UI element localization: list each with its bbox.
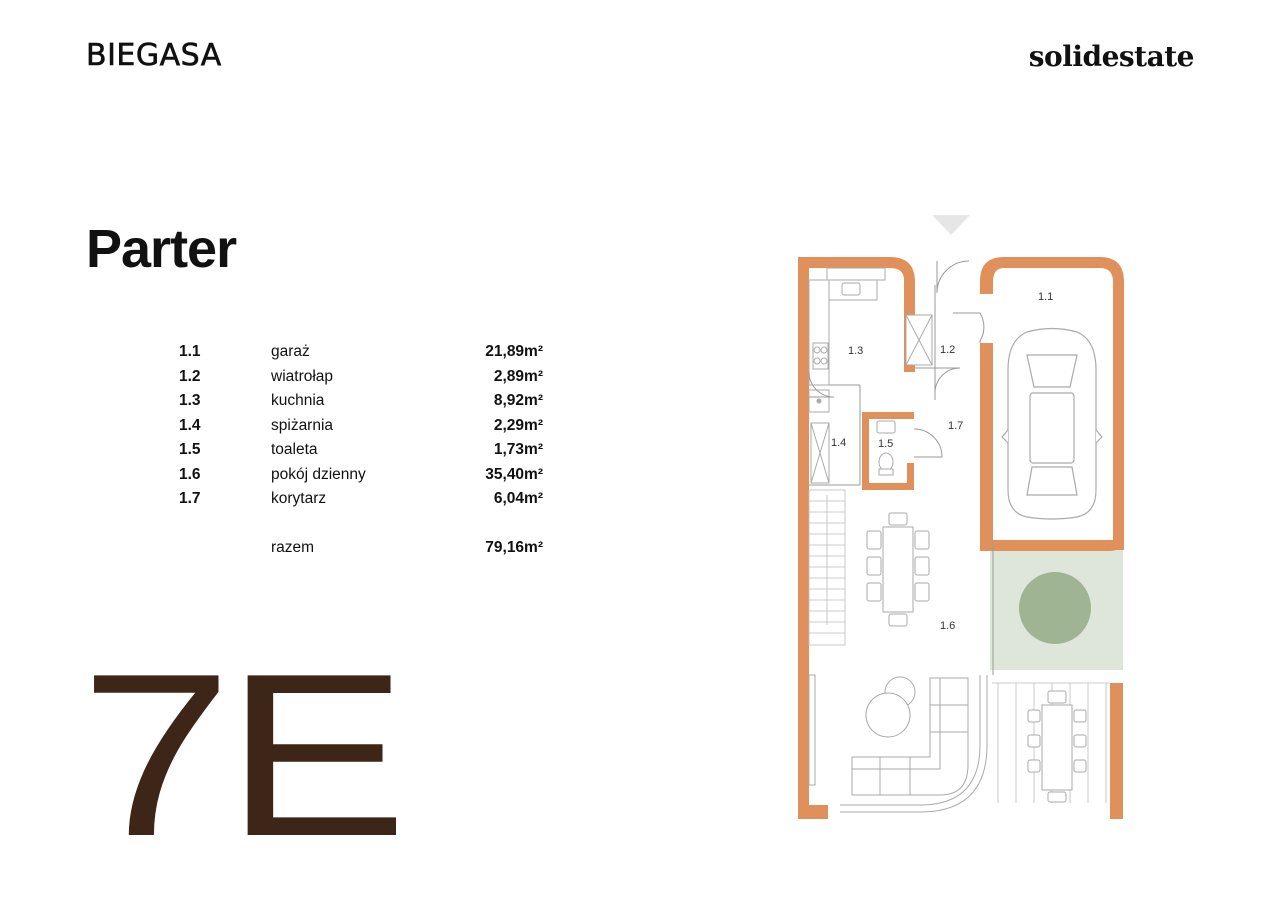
page-title: Parter <box>86 219 237 279</box>
windows <box>808 674 988 813</box>
total-area: 79,16m² <box>485 538 543 556</box>
room-label-1-4: 1.4 <box>831 437 846 449</box>
room-number: 1.7 <box>179 490 201 507</box>
living-furniture <box>851 676 969 796</box>
room-area: 2,89m² <box>493 367 543 385</box>
room-row: 1.6 pokój dzienny 35,40m² <box>179 466 549 491</box>
room-label-1-3: 1.3 <box>848 345 863 357</box>
room-number: 1.1 <box>179 343 201 360</box>
room-label-1-1: 1.1 <box>1038 291 1053 303</box>
room-name: garaż <box>271 343 310 360</box>
room-area: 8,92m² <box>493 392 543 409</box>
room-name: toaleta <box>271 441 318 458</box>
terrace-table <box>1027 690 1087 803</box>
room-label-1-6: 1.6 <box>940 620 955 632</box>
room-number: 1.2 <box>179 367 201 385</box>
tree-icon <box>1019 572 1091 644</box>
room-number: 1.4 <box>179 416 201 434</box>
room-row: 1.3 kuchnia 8,92m² <box>179 392 549 417</box>
room-name: korytarz <box>271 490 327 507</box>
dining-table <box>866 512 930 627</box>
room-name: pokój dzienny <box>271 465 366 483</box>
room-row: 1.4 spiżarnia 2,29m² <box>179 417 549 442</box>
room-label-1-2: 1.2 <box>940 344 955 356</box>
room-number: 1.6 <box>179 465 201 483</box>
car-icon <box>1001 327 1103 520</box>
entrance-marker-icon <box>932 215 970 235</box>
toilet-fixtures <box>876 420 896 476</box>
room-area: 1,73m² <box>493 441 543 458</box>
room-number: 1.3 <box>179 392 201 409</box>
room-row: 1.2 wiatrołap 2,89m² <box>179 368 549 393</box>
room-list: 1.1 garaż 21,89m² 1.2 wiatrołap 2,89m² 1… <box>179 343 549 563</box>
total-row: razem 79,16m² <box>179 539 549 563</box>
solidestate-logo: solidestate <box>1028 40 1195 73</box>
room-label-1-5: 1.5 <box>878 438 893 450</box>
room-area: 35,40m² <box>485 465 543 483</box>
pantry-shelves <box>810 314 933 484</box>
room-area: 6,04m² <box>493 490 543 507</box>
total-label: razem <box>271 538 315 556</box>
room-row: 1.1 garaż 21,89m² <box>179 343 549 368</box>
room-area: 21,89m² <box>485 343 543 360</box>
kitchen-counter <box>808 267 886 413</box>
room-name: wiatrołap <box>271 367 334 385</box>
room-label-1-7: 1.7 <box>948 420 963 432</box>
biegasa-logo: BIEGASA <box>86 38 222 74</box>
unit-code: 7E <box>80 626 408 885</box>
room-row: 1.5 toaleta 1,73m² <box>179 441 549 466</box>
room-number: 1.5 <box>179 441 201 458</box>
doors <box>808 260 985 458</box>
room-name: spiżarnia <box>271 416 334 434</box>
room-area: 2,29m² <box>493 416 543 434</box>
room-name: kuchnia <box>271 392 325 409</box>
staircase <box>808 489 846 646</box>
floor-plan: 1.1 1.2 1.3 1.4 1.5 1.6 1.7 <box>798 215 1124 819</box>
room-row: 1.7 korytarz 6,04m² <box>179 490 549 515</box>
